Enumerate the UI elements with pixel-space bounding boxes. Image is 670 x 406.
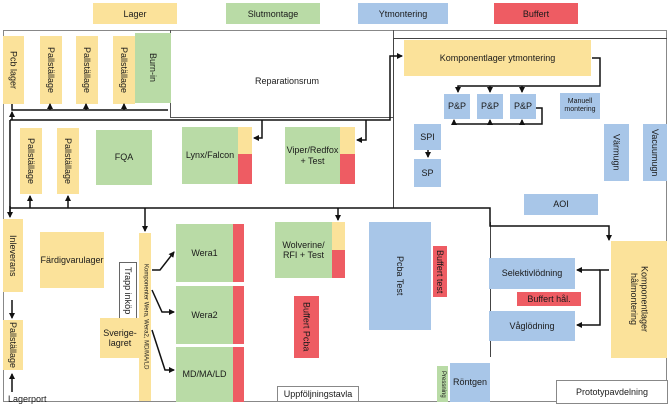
burn-in-label: Burn-in bbox=[148, 53, 159, 83]
wolverine-rfi-test: Wolverine/ RFI + Test bbox=[275, 222, 332, 278]
komponentlager-halmontering: Komponentlager hålmontering bbox=[611, 241, 667, 358]
lagerport-label: Lagerport bbox=[8, 394, 47, 404]
pp-1: P&P bbox=[444, 94, 470, 119]
lynx-falcon-buffert bbox=[238, 154, 252, 184]
md-ma-ld-buffert bbox=[233, 347, 244, 402]
viper-redfox-buffert bbox=[340, 154, 355, 184]
pallstallage-6: Pallställage bbox=[3, 320, 23, 370]
pallstallage-3: Pallställage bbox=[113, 36, 135, 104]
pallstallage-2-label: Pallställage bbox=[82, 46, 93, 94]
pallstallage-5-label: Pallställage bbox=[63, 137, 74, 185]
vacuumugn-label: Vacuumugn bbox=[650, 128, 661, 177]
pp-2: P&P bbox=[477, 94, 503, 119]
vacuumugn: Vacuumugn bbox=[643, 124, 667, 181]
reparationsrum-label: Reparationsrum bbox=[254, 76, 320, 86]
buffert-hal: Buffert hål. bbox=[517, 292, 581, 306]
wera2: Wera2 bbox=[176, 286, 233, 344]
legend-lager: Lager bbox=[93, 3, 177, 24]
fqa: FQA bbox=[96, 130, 152, 185]
pallstallage-4: Pallställage bbox=[20, 128, 42, 194]
fardigvarulager: Färdigvarulager bbox=[40, 232, 104, 288]
spi: SPI bbox=[414, 124, 441, 150]
vaglodning: Våglödning bbox=[489, 311, 575, 341]
varmugn: Värmugn bbox=[604, 124, 629, 181]
burn-in: Burn-in bbox=[135, 33, 171, 103]
pressning-label: Pressning bbox=[439, 370, 446, 398]
komponentlager-halmontering-label: Komponentlager hålmontering bbox=[629, 266, 650, 333]
pcb-lager: Pcb lager bbox=[3, 36, 24, 104]
pallstallage-1-label: Pallställage bbox=[46, 46, 57, 94]
uppfoljningstavla: Uppföljningstavla bbox=[277, 386, 359, 402]
sp: SP bbox=[414, 159, 441, 187]
buffert-pcba: Buffert Pcba bbox=[294, 296, 319, 358]
pcba-test: Pcba Test bbox=[369, 222, 431, 330]
manuell-montering: Manuell montering bbox=[560, 93, 600, 119]
selektivlodning: Selektivlödning bbox=[489, 258, 575, 289]
varmugn-label: Värmugn bbox=[611, 134, 622, 171]
buffert-test: Buffert test bbox=[433, 246, 447, 297]
viper-redfox-test: Viper/Redfox + Test bbox=[285, 127, 340, 184]
inleverans-label: Inleverans bbox=[8, 234, 19, 277]
wera1: Wera1 bbox=[176, 224, 233, 282]
wera1-buffert bbox=[233, 224, 244, 282]
komponenter-wera-label: Komponenter Wera, Wera2, MD/MA/LD bbox=[142, 264, 149, 370]
prototypavdelning: Prototypavdelning bbox=[556, 380, 668, 404]
viper-redfox-lager bbox=[340, 127, 355, 154]
pallstallage-4-label: Pallställage bbox=[26, 137, 37, 185]
pcba-test-label: Pcba Test bbox=[395, 256, 406, 296]
smt-area-outline bbox=[393, 38, 667, 208]
pcb-lager-label: Pcb lager bbox=[8, 50, 19, 90]
lynx-falcon: Lynx/Falcon bbox=[182, 127, 238, 184]
buffert-pcba-label: Buffert Pcba bbox=[301, 302, 312, 352]
wera2-buffert bbox=[233, 286, 244, 344]
legend-slutmontage: Slutmontage bbox=[226, 3, 320, 24]
komponenter-wera: Komponenter Wera, Wera2, MD/MA/LD bbox=[139, 233, 151, 401]
pallstallage-1: Pallställage bbox=[40, 36, 62, 104]
pallstallage-5: Pallställage bbox=[57, 128, 79, 194]
inleverans: Inleverans bbox=[3, 219, 23, 292]
pressning: Pressning bbox=[437, 366, 448, 402]
wolverine-lager bbox=[332, 222, 345, 250]
komponentlager-ytmontering: Komponentlager ytmontering bbox=[404, 40, 591, 76]
pallstallage-6-label: Pallställage bbox=[8, 321, 19, 369]
rontgen: Röntgen bbox=[450, 363, 490, 402]
sverige-lagret: Sverige- lagret bbox=[100, 318, 140, 358]
aoi: AOI bbox=[524, 194, 598, 215]
buffert-test-label: Buffert test bbox=[435, 249, 446, 294]
pallstallage-2: Pallställage bbox=[76, 36, 98, 104]
legend-ytmontering: Ytmontering bbox=[358, 3, 448, 24]
lynx-falcon-lager bbox=[238, 127, 252, 154]
halmontering-area-outline bbox=[490, 222, 667, 357]
trapp-inkop-label: Trapp inköp bbox=[123, 267, 134, 315]
pp-3: P&P bbox=[510, 94, 536, 119]
pallstallage-3-label: Pallställage bbox=[119, 46, 130, 94]
md-ma-ld: MD/MA/LD bbox=[176, 347, 233, 402]
wolverine-buffert bbox=[332, 250, 345, 278]
legend-buffert: Buffert bbox=[494, 3, 578, 24]
